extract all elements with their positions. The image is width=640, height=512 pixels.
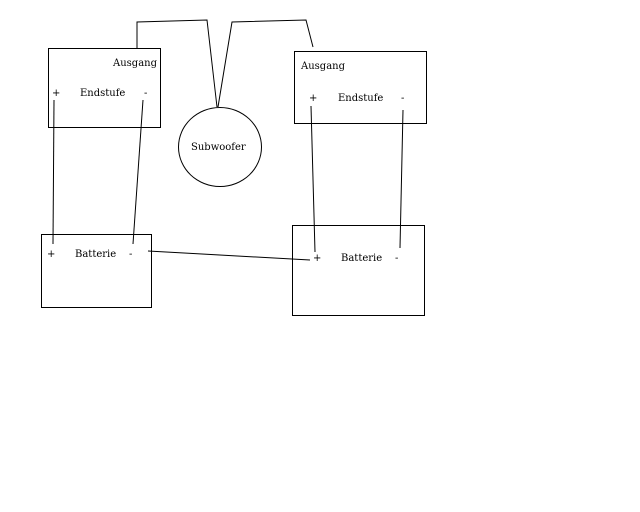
amplifier-right-minus-terminal: - [401,93,405,104]
amplifier-left-minus-terminal: - [144,88,148,99]
wire-left-amp-minus-to-battery-minus [132,99,144,245]
amplifier-left-output-label: Ausgang [113,58,157,69]
battery-right-minus-terminal: - [395,253,399,264]
amplifier-left-name: Endstufe [80,88,126,99]
battery-left-name: Batterie [75,249,117,260]
amplifier-right-name: Endstufe [338,93,384,104]
amplifier-right-output-label: Ausgang [301,61,345,72]
amplifier-right-plus-terminal: + [309,93,318,104]
amplifier-left-plus-terminal: + [52,88,61,99]
battery-right-plus-terminal: + [313,253,322,264]
wire-right-amp-plus-to-battery-plus [310,105,316,253]
subwoofer [178,107,262,187]
battery-right [292,225,425,316]
wire-left-amp-output [136,19,218,108]
battery-left-minus-terminal: - [129,249,133,260]
wire-right-amp-output [217,19,314,108]
subwoofer-label: Subwoofer [191,142,246,153]
wire-left-amp-plus-to-battery-plus [52,99,55,245]
battery-right-name: Batterie [341,253,383,264]
wire-left-battery-minus-to-right-battery-plus [147,250,311,261]
amplifier-right [294,51,427,124]
battery-left-plus-terminal: + [47,249,56,260]
battery-left [41,234,152,308]
amplifier-left [48,48,161,128]
